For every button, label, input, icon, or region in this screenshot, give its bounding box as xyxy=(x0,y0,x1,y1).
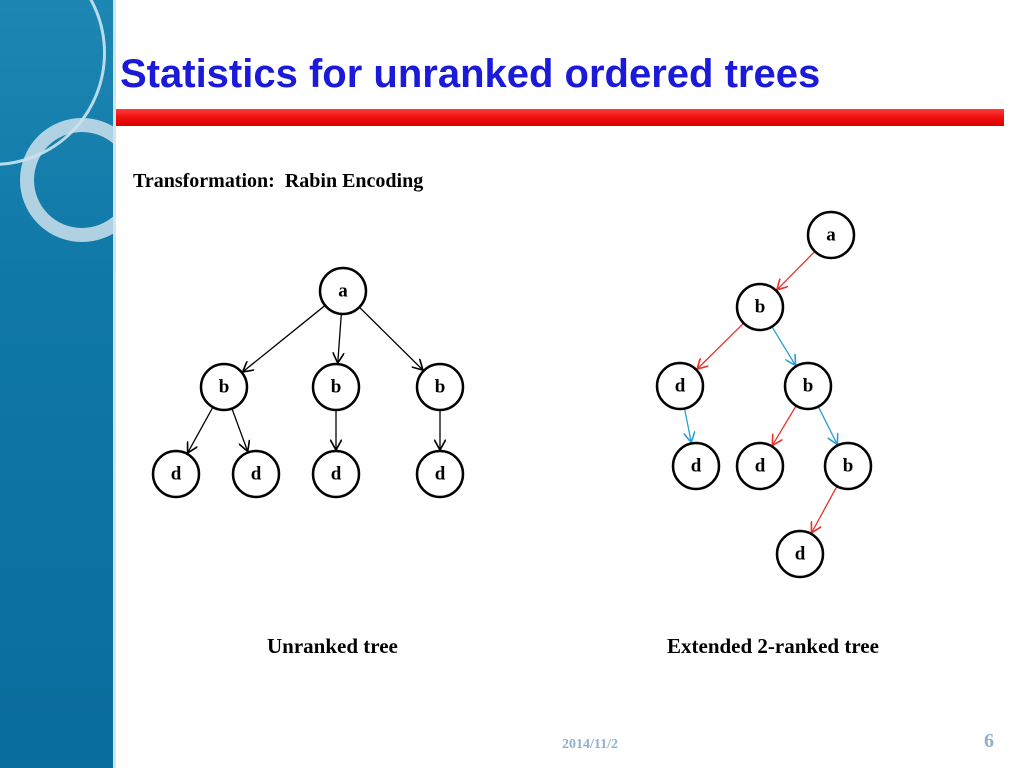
edges-layer xyxy=(188,250,838,533)
node-label: b xyxy=(219,376,230,397)
node-circle xyxy=(806,210,856,260)
ranked-edge-r-b3-to-r-d4-first-child xyxy=(811,485,838,533)
node-circle xyxy=(311,449,361,499)
node-circle xyxy=(735,441,785,491)
ranked-tree-caption: Extended 2-ranked tree xyxy=(667,634,879,658)
node-label: d xyxy=(251,463,262,484)
unranked-node-u-b3: b xyxy=(415,362,465,412)
node-label: d xyxy=(331,463,342,484)
unranked-node-u-d1: d xyxy=(151,449,201,499)
node-label: d xyxy=(755,455,766,476)
ranked-node-r-d1: d xyxy=(655,361,705,411)
ranked-node-r-b3: b xyxy=(823,441,873,491)
unranked-node-u-b1: b xyxy=(199,362,249,412)
node-circle xyxy=(655,361,705,411)
node-circle xyxy=(415,362,465,412)
slide-title: Statistics for unranked ordered trees xyxy=(120,52,821,96)
ranked-edge-r-b1-to-r-d1-first-child xyxy=(697,322,745,369)
nodes-layer: a b b b d d d d a b d b d d b d xyxy=(151,210,873,579)
unranked-edge-u-a-to-u-b2 xyxy=(338,313,342,363)
ranked-edge-r-b2-to-r-b3-next-sibling xyxy=(817,406,837,445)
ranked-node-r-d3: d xyxy=(735,441,785,491)
ranked-node-r-b1: b xyxy=(735,282,785,332)
node-circle xyxy=(671,441,721,491)
title-underline-bar xyxy=(116,109,1004,126)
node-label: a xyxy=(338,280,348,301)
node-label: d xyxy=(435,463,446,484)
unranked-node-u-a: a xyxy=(318,266,368,316)
unranked-node-u-d2: d xyxy=(231,449,281,499)
node-circle xyxy=(415,449,465,499)
unranked-tree-caption: Unranked tree xyxy=(267,634,398,658)
sidebar-edge xyxy=(113,0,116,768)
unranked-edge-u-a-to-u-b1 xyxy=(243,304,326,371)
ranked-edge-r-b1-to-r-b2-next-sibling xyxy=(771,326,796,366)
node-circle xyxy=(151,449,201,499)
node-circle xyxy=(823,441,873,491)
node-label: b xyxy=(435,376,446,397)
ranked-node-r-a: a xyxy=(806,210,856,260)
node-label: a xyxy=(826,224,836,245)
node-circle xyxy=(231,449,281,499)
node-circle xyxy=(775,529,825,579)
node-label: b xyxy=(843,455,854,476)
node-label: b xyxy=(331,376,342,397)
unranked-node-u-d3: d xyxy=(311,449,361,499)
unranked-edge-u-a-to-u-b3 xyxy=(358,306,423,370)
node-label: d xyxy=(675,375,686,396)
ranked-node-r-d2: d xyxy=(671,441,721,491)
unranked-edge-u-b1-to-u-d1 xyxy=(188,406,214,453)
footer-date: 2014/11/2 xyxy=(562,737,619,752)
node-label: b xyxy=(803,375,814,396)
unranked-edge-u-b1-to-u-d2 xyxy=(231,408,248,452)
node-circle xyxy=(199,362,249,412)
node-circle xyxy=(318,266,368,316)
page-number: 6 xyxy=(984,730,994,752)
node-circle xyxy=(735,282,785,332)
ranked-edge-r-d1-to-r-d2-next-sibling xyxy=(685,408,692,443)
node-circle xyxy=(783,361,833,411)
ranked-node-r-d4: d xyxy=(775,529,825,579)
node-circle xyxy=(311,362,361,412)
unranked-node-u-b2: b xyxy=(311,362,361,412)
ranked-edge-r-a-to-r-b1-first-child xyxy=(777,250,816,290)
node-label: d xyxy=(171,463,182,484)
ranked-node-r-b2: b xyxy=(783,361,833,411)
sidebar-decoration xyxy=(0,0,113,768)
node-label: d xyxy=(795,543,806,564)
node-label: b xyxy=(755,296,766,317)
ranked-edge-r-b2-to-r-d3-first-child xyxy=(772,405,797,446)
node-label: d xyxy=(691,455,702,476)
unranked-node-u-d4: d xyxy=(415,449,465,499)
transformation-subtitle: Transformation: Rabin Encoding xyxy=(133,170,424,192)
